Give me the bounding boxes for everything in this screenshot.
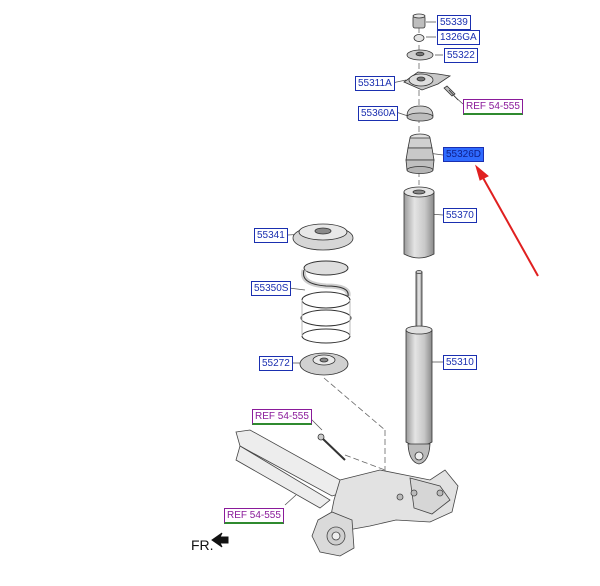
label-55326d[interactable]: 55326D [443,147,485,162]
label-ref-mid[interactable]: REF 54-555 [252,409,312,425]
part-dust-boot [403,186,435,259]
part-nut-cap [412,13,426,29]
label-55339[interactable]: 55339 [437,15,471,30]
label-55360a[interactable]: 55360A [358,106,399,121]
front-direction-label: FR. [191,537,214,553]
part-washer [406,49,434,61]
part-bolt [317,433,346,461]
label-55370[interactable]: 55370 [443,208,477,223]
part-lower-spring-seat [299,352,349,376]
label-ref-top[interactable]: REF 54-555 [463,99,523,115]
part-upper-spring-seat [292,223,354,251]
arrow-icon [211,532,229,548]
part-shock-absorber [405,270,433,465]
label-ref-bottom[interactable]: REF 54-555 [224,508,284,524]
label-1326ga[interactable]: 1326GA [437,30,480,45]
label-55350s[interactable]: 55350S [251,281,292,296]
red-arrow-icon [475,164,539,277]
part-upper-mount [403,71,459,101]
label-55310[interactable]: 55310 [443,355,477,370]
label-55341[interactable]: 55341 [254,228,288,243]
part-small-nut [413,34,425,42]
label-55322[interactable]: 55322 [444,48,478,63]
label-55311a[interactable]: 55311A [355,76,395,91]
label-55272[interactable]: 55272 [259,356,293,371]
part-bump-cup [406,105,434,122]
part-bump-stopper [405,133,435,174]
part-rear-axle-beam [235,429,459,557]
part-coil-spring [300,260,352,344]
